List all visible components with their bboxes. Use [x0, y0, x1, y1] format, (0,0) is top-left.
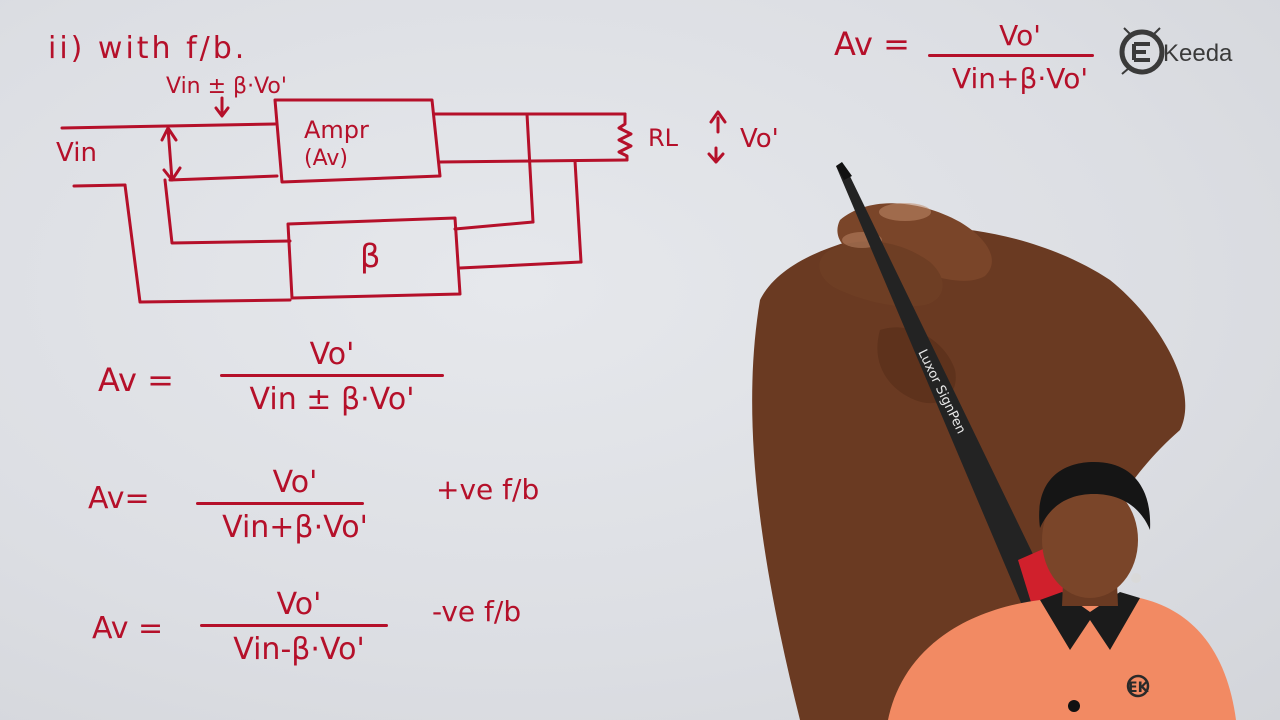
eq1-numerator: Vo': [309, 337, 355, 372]
eq2-numerator: Vo': [272, 465, 318, 500]
eq3-note: -ve f/b: [432, 595, 522, 628]
sample-wire-1: [525, 112, 535, 224]
eq2-fraction: Vo' Vin+β·Vo': [196, 468, 394, 543]
eq4-lhs: Av =: [834, 25, 910, 63]
sample-wire-2: [573, 159, 583, 264]
eq1-fraction: Vo' Vin ± β·Vo': [220, 340, 444, 415]
eq1-fraction-bar: [220, 374, 444, 377]
eq2-denominator: Vin+β·Vo': [222, 510, 368, 545]
summing-arrow: [214, 96, 230, 118]
eq4-fraction-bar: [928, 54, 1094, 57]
eq3-numerator: Vo': [276, 587, 322, 622]
summing-label: Vin ± β·Vo': [166, 74, 287, 99]
beta-input-wire: [163, 178, 292, 245]
amplifier-label: Ampr: [304, 116, 369, 144]
amp-output-bottom: [438, 158, 629, 164]
return-wire-left: [123, 183, 292, 304]
load-label: RL: [648, 124, 679, 152]
eq4-denominator: Vin+β·Vo': [951, 62, 1089, 95]
eq4-numerator: Vo': [999, 19, 1041, 52]
section-heading: ii) with f/b.: [48, 31, 248, 66]
eq2-note: +ve f/b: [436, 473, 540, 506]
feedback-label: β: [360, 237, 381, 275]
eq2-lhs: Av=: [88, 481, 150, 516]
load-resistor: [617, 112, 633, 162]
input-wire-top: [60, 122, 277, 130]
input-label: Vin: [56, 138, 97, 168]
brand-logo: [1116, 22, 1256, 84]
eq2-fraction-bar: [196, 502, 364, 505]
beta-box: [286, 216, 462, 300]
output-down-arrow: [707, 146, 725, 164]
eq4-fraction: Vo' Vin+β·Vo': [928, 22, 1112, 93]
beta-output-wire-1: [453, 220, 535, 231]
eq3-denominator: Vin-β·Vo': [233, 632, 365, 667]
shirt-logo-text: EK: [1128, 680, 1150, 696]
brand-logo-text: Keeda: [1163, 40, 1233, 67]
eq1-denominator: Vin ± β·Vo': [249, 382, 415, 417]
amplifier-gain-label: (Av): [304, 146, 348, 171]
amplifier-box: [273, 98, 442, 184]
input-wire-bottom: [72, 183, 127, 188]
output-up-arrow: [709, 110, 727, 134]
eq3-fraction-bar: [200, 624, 388, 627]
output-label: Vo': [740, 124, 779, 154]
eq3-lhs: Av =: [92, 611, 164, 646]
eq3-fraction: Vo' Vin-β·Vo': [200, 590, 398, 665]
amp-input-lower-wire: [168, 174, 279, 182]
brand-logo-icon: [1119, 27, 1165, 75]
beta-output-wire-2: [458, 260, 583, 270]
eq1-lhs: Av =: [98, 361, 174, 399]
